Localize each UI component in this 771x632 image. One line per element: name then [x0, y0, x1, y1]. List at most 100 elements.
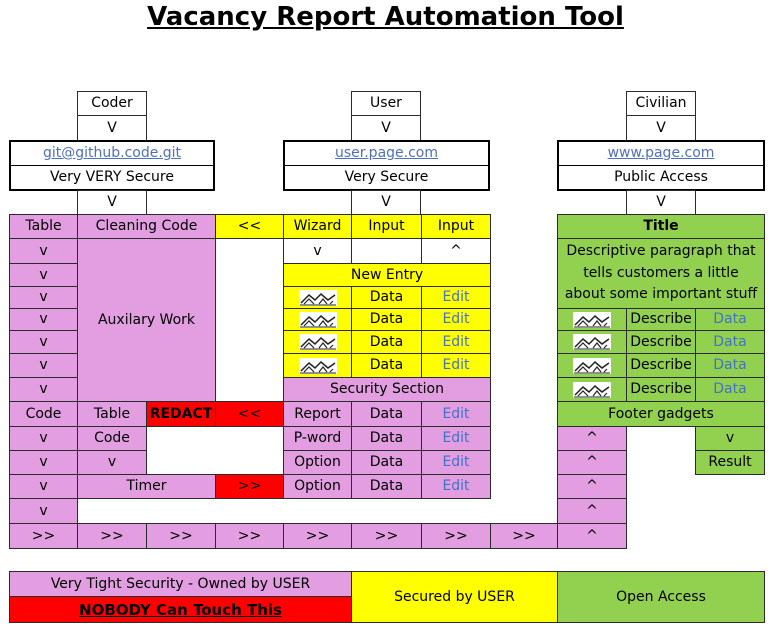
civilian-arrow: V — [626, 115, 696, 141]
entry-edit-link[interactable]: Edit — [421, 353, 491, 378]
describe-cell: Describe — [626, 377, 696, 402]
describe-data-link[interactable]: Data — [695, 308, 765, 331]
wizard-cell: Wizard — [283, 214, 352, 239]
left-v-cell-12: v — [9, 498, 78, 524]
bottom-forward-cell-5: >> — [283, 523, 352, 549]
describe-data-link[interactable]: Data — [695, 353, 765, 378]
left-v-cell-10: v — [77, 450, 147, 475]
left-v-cell-2: v — [9, 263, 78, 287]
user-security-label: Very Secure — [344, 169, 429, 186]
describe-data-link[interactable]: Data — [695, 330, 765, 354]
bottom-forward-cell-7: >> — [421, 523, 491, 549]
entry-house-icon — [283, 330, 352, 354]
describe-data-link[interactable]: Data — [695, 377, 765, 402]
coder-security-label: Very VERY Secure — [50, 169, 174, 186]
option-cell-1: Option — [283, 450, 352, 475]
civilian-security-label: Public Access — [614, 169, 708, 186]
entry-data-cell: Data — [351, 308, 422, 331]
left-v-cell-7: v — [9, 377, 78, 402]
back-arrow-cell[interactable]: << — [215, 214, 284, 239]
left-v-cell-4: v — [9, 308, 78, 331]
report-cell: Report — [283, 401, 352, 427]
right-caret-cell-2: ^ — [557, 450, 627, 475]
describe-cell: Describe — [626, 353, 696, 378]
describe-house-icon — [557, 330, 627, 354]
page-title: Vacancy Report Automation Tool — [147, 2, 624, 32]
left-v-cell-1: v — [9, 238, 78, 264]
right-caret-cell-1: ^ — [557, 426, 627, 451]
option-data-cell-2: Data — [351, 474, 422, 499]
legend-nobody: NOBODY Can Touch This — [9, 596, 352, 623]
new-entry-header: New Entry — [283, 263, 491, 287]
footer-gadgets-cell: Footer gadgets — [557, 401, 765, 427]
result-cell: Result — [695, 450, 765, 475]
right-caret-cell-3: ^ — [557, 474, 627, 499]
user-arrow: V — [351, 115, 421, 141]
coder-url-link[interactable]: git@github.code.git — [11, 142, 213, 166]
legend-tight-security: Very Tight Security - Owned by USER — [9, 571, 352, 597]
bottom-forward-cell-8: >> — [490, 523, 558, 549]
entry-data-cell: Data — [351, 353, 422, 378]
report-edit-link[interactable]: Edit — [421, 401, 491, 427]
civilian-label: Civilian — [626, 91, 696, 116]
entry-edit-link[interactable]: Edit — [421, 308, 491, 331]
describe-house-icon — [557, 377, 627, 402]
legend-secured-by-user: Secured by USER — [351, 571, 558, 623]
redact-cell: REDACT — [146, 401, 216, 427]
input-cell-1: Input — [351, 214, 422, 239]
bottom-forward-cell-2: >> — [77, 523, 147, 549]
entry-house-icon — [283, 286, 352, 309]
pword-edit-link[interactable]: Edit — [421, 426, 491, 451]
describe-house-icon — [557, 308, 627, 331]
wizard-v-cell: v — [283, 238, 352, 264]
option-data-cell-1: Data — [351, 450, 422, 475]
coder-arrow-2: V — [77, 190, 147, 215]
security-section-header: Security Section — [283, 377, 491, 402]
entry-edit-link[interactable]: Edit — [421, 330, 491, 354]
left-code-cell: Code — [9, 401, 78, 427]
user-label: User — [351, 91, 421, 116]
entry-house-icon — [283, 353, 352, 378]
describe-house-icon — [557, 353, 627, 378]
user-access-box: user.page.com Very Secure — [283, 140, 490, 191]
left-table-cell-2: Table — [77, 401, 147, 427]
coder-access-box: git@github.code.git Very VERY Secure — [9, 140, 215, 191]
user-arrow-2: V — [351, 190, 421, 215]
left-v-cell-9: v — [9, 450, 78, 475]
bottom-forward-cell-6: >> — [351, 523, 422, 549]
describe-cell: Describe — [626, 330, 696, 354]
user-url-link[interactable]: user.page.com — [285, 142, 488, 166]
coder-label: Coder — [77, 91, 147, 116]
entry-data-cell: Data — [351, 286, 422, 309]
descriptive-paragraph: Descriptive paragraph that tells custome… — [557, 238, 765, 309]
civilian-url-link[interactable]: www.page.com — [559, 142, 763, 166]
left-v-cell-5: v — [9, 330, 78, 354]
left-v-cell-3: v — [9, 286, 78, 309]
entry-house-icon — [283, 308, 352, 331]
left-v-cell-6: v — [9, 353, 78, 378]
pword-cell: P-word — [283, 426, 352, 451]
bottom-forward-cell-4: >> — [215, 523, 284, 549]
legend-open-access: Open Access — [557, 571, 765, 623]
coder-arrow: V — [77, 115, 147, 141]
timer-forward-arrow-cell[interactable]: >> — [215, 474, 284, 499]
right-caret-cell-5: ^ — [557, 523, 627, 549]
option-edit-link-1[interactable]: Edit — [421, 450, 491, 475]
left-v-cell-8: v — [9, 426, 78, 451]
auxilary-work-cell: Auxilary Work — [77, 238, 216, 402]
entry-edit-link[interactable]: Edit — [421, 286, 491, 309]
right-v-cell: v — [695, 426, 765, 451]
redact-back-arrow-cell[interactable]: << — [215, 401, 284, 427]
public-title-cell: Title — [557, 214, 765, 239]
bottom-forward-cell-1: >> — [9, 523, 78, 549]
civilian-access-box: www.page.com Public Access — [557, 140, 765, 191]
pword-data-cell: Data — [351, 426, 422, 451]
option-cell-2: Option — [283, 474, 352, 499]
right-caret-cell-4: ^ — [557, 498, 627, 524]
left-code-cell-2: Code — [77, 426, 147, 451]
option-edit-link-2[interactable]: Edit — [421, 474, 491, 499]
left-v-cell-11: v — [9, 474, 78, 499]
civilian-arrow-2: V — [626, 190, 696, 215]
cleaning-code-cell: Cleaning Code — [77, 214, 216, 239]
input-empty-cell[interactable] — [351, 238, 422, 264]
